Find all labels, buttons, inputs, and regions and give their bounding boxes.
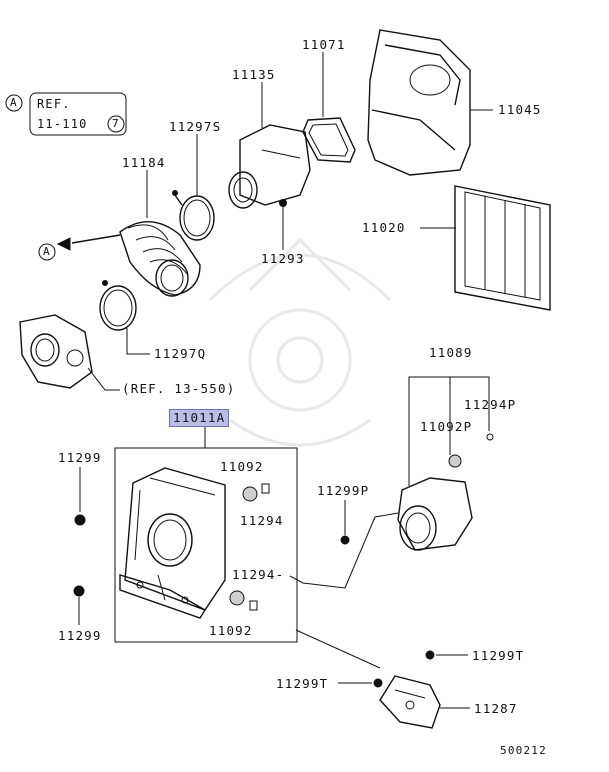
throttle-body [19,314,120,391]
duct-11089 [397,376,494,551]
label-11297S: 11297S [169,119,222,134]
label-11299T-left: 11299T [276,676,329,691]
ref-box [5,92,127,136]
label-11293: 11293 [261,251,305,266]
ref-line1: REF. [37,97,71,111]
grommet-11092-upper [242,483,270,502]
hose-11184 [38,170,201,297]
bolt-11299-upper [74,467,86,526]
label-11287: 11287 [474,701,518,716]
label-11299P: 11299P [317,483,370,498]
bolt-11299-lower [73,585,85,625]
label-11089: 11089 [429,345,473,360]
label-11184: 11184 [122,155,166,170]
watermark-emblem [208,237,392,447]
label-11092P: 11092P [420,419,473,434]
gasket-11071 [302,52,356,163]
lead-11294-to-duct [289,512,399,589]
clamp-11297Q [99,280,150,355]
grommet-11092-lower [229,590,258,611]
arrow-marker-letter: A [43,245,51,258]
label-11135: 11135 [232,67,276,82]
diagram-code: 500212 [500,744,547,757]
ref-circle-letter: A [10,96,18,109]
label-11071: 11071 [302,37,346,52]
air-cleaner-case-11045 [367,29,493,176]
bolt-11299T-left [338,678,383,688]
label-11299-lower: 11299 [58,628,102,643]
label-11045: 11045 [498,102,542,117]
label-11011A: 11011A [169,409,230,427]
label-11092-lower: 11092 [209,623,253,638]
ref-circle-number: 7 [112,117,120,130]
bolt-11299T-right [425,650,468,660]
label-11297Q: 11297Q [154,346,207,361]
bolt-11293 [279,199,287,250]
label-11299-upper: 11299 [58,450,102,465]
label-11092-upper: 11092 [220,459,264,474]
bracket-11287 [295,629,470,729]
ref-line2: 11-110 [37,117,88,131]
label-11294P: 11294P [464,397,517,412]
label-11299T-right: 11299T [472,648,525,663]
label-11294-upper: 11294 [240,513,284,528]
clamp-11297S [172,134,215,241]
bracket-box-11011A [114,426,298,643]
label-11294-lower: 11294- [232,567,285,582]
label-11020: 11020 [362,220,406,235]
label-ref-13-550: (REF. 13-550) [122,381,236,396]
bolt-11299P [340,500,350,545]
air-filter-element-11020 [420,185,551,311]
air-flow-sensor-11135 [228,82,311,209]
